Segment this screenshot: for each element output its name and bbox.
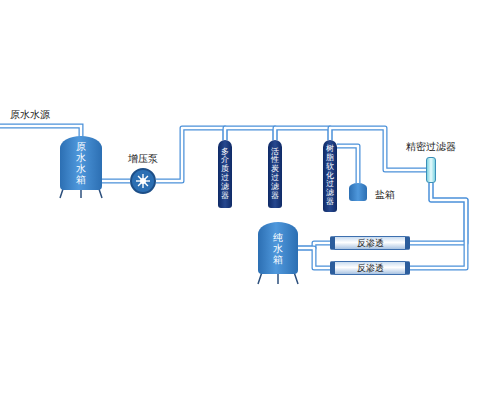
tank-legs xyxy=(60,186,298,284)
pipe-wall xyxy=(156,128,225,181)
pipe-wall xyxy=(225,128,275,140)
water-pipe xyxy=(298,248,330,268)
salt-tank-shape xyxy=(349,183,367,201)
pipe-core xyxy=(156,128,225,181)
vertical-label: 多介质过滤器 xyxy=(221,148,229,201)
pipe-core xyxy=(275,128,330,140)
pipe-core xyxy=(102,180,130,183)
membrane-label: 反渗透 xyxy=(357,237,384,250)
pipe-wall xyxy=(337,146,358,183)
ro-membrane: 反渗透 xyxy=(330,261,410,275)
raw-water-tank: 原水水箱 xyxy=(60,136,102,190)
membrane-label: 反渗透 xyxy=(357,262,384,275)
source-label: 原水水源 xyxy=(10,108,50,122)
equipment-label: 精密过滤器 xyxy=(406,140,456,154)
precision-filter: 精密过滤器 xyxy=(406,140,456,183)
booster-pump: 增压泵 xyxy=(128,152,158,194)
salt-tank: 盐箱 xyxy=(349,182,395,202)
water-pipe xyxy=(337,146,358,183)
water-pipe xyxy=(410,183,466,268)
pipe-wall xyxy=(410,183,466,243)
vertical-label: 纯水箱 xyxy=(273,232,283,265)
source-pipe xyxy=(0,126,81,138)
water-pipe xyxy=(410,183,466,243)
water-pipe xyxy=(156,128,225,181)
water-pipe xyxy=(102,181,130,182)
pipe-wall xyxy=(410,183,466,268)
vertical-label: 原水水箱 xyxy=(76,141,86,185)
source-pipe-core xyxy=(0,126,81,138)
ro-membrane: 反渗透 xyxy=(330,236,410,250)
pipe-core xyxy=(410,183,466,243)
water-pipe xyxy=(275,128,330,140)
impeller-symbol xyxy=(132,170,154,192)
pipe-wall xyxy=(298,248,330,268)
pipe-wall xyxy=(102,179,130,184)
pipe-core xyxy=(225,128,275,140)
carbon-filter: 活性炭过滤器 xyxy=(268,140,282,208)
vertical-label: 活性炭过滤器 xyxy=(271,148,279,201)
pipe-wall xyxy=(275,128,330,140)
vertical-label: 树脂软化过滤器 xyxy=(326,145,334,207)
softener-filter: 树脂软化过滤器 xyxy=(323,140,337,212)
media-filter: 多介质过滤器 xyxy=(218,140,232,208)
filter-cartridge xyxy=(426,157,436,183)
pump-symbol xyxy=(130,168,156,194)
pipe-core xyxy=(298,248,330,268)
equipment-label: 盐箱 xyxy=(375,188,395,202)
water-pipe xyxy=(225,128,275,140)
pipe-core xyxy=(337,146,358,183)
pipe-core xyxy=(410,183,466,268)
equipment-label: 增压泵 xyxy=(128,152,158,166)
pure-water-tank: 纯水箱 xyxy=(258,222,298,274)
